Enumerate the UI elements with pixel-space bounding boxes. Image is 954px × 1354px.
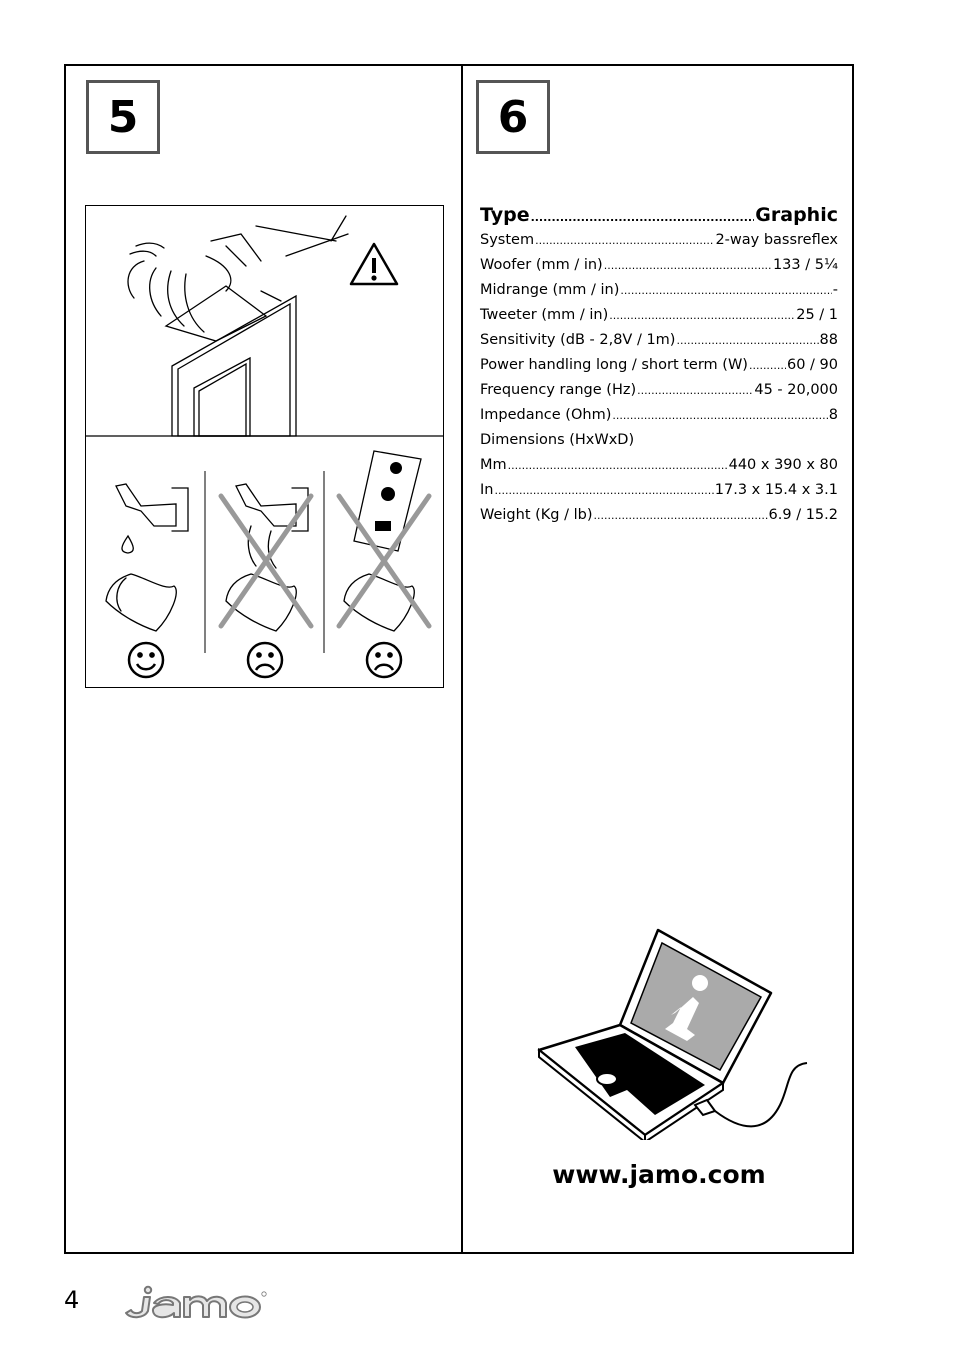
spec-row: Impedance (Ohm)8 [480,407,838,432]
spec-row: Dimensions (HxWxD) [480,432,635,448]
care-illustration [85,205,444,688]
speaker-panel-drawing [171,294,297,437]
page-frame [64,64,854,1254]
smiley-sad-icon [365,641,403,679]
spec-row: Power handling long / short term (W)60 /… [480,357,838,382]
type-value: Graphic [755,204,838,226]
type-label: Type [480,204,530,226]
website-url[interactable]: www.jamo.com [552,1160,766,1189]
info-icon [665,975,708,1041]
spec-row: System2-way bassreflex [480,232,838,257]
page-number: 4 [64,1286,80,1314]
spec-row: Weight (Kg / lb)6.9 / 15.2 [480,507,838,532]
hand-cloth-drawing [127,215,349,342]
spec-row: Sensitivity (dB - 2,8V / 1m)88 [480,332,838,357]
spec-row: Tweeter (mm / in)25 / 1 [480,307,838,332]
laptop-icon [537,928,808,1140]
smiley-happy-icon [127,641,165,679]
column-divider [461,64,463,1254]
warning-icon [349,242,399,286]
spec-header: Type Graphic [480,204,838,232]
step-number-5: 5 [86,80,160,154]
spec-row: Mm440 x 390 x 80 [480,457,838,482]
brand-logo [125,1285,267,1319]
spec-row: Midrange (mm / in)- [480,282,838,307]
spec-row: Frequency range (Hz)45 - 20,000 [480,382,838,407]
spec-row: Woofer (mm / in)133 / 5¼ [480,257,838,282]
spec-table: Type Graphic System2-way bassreflex Woof… [480,204,838,532]
step-number-6: 6 [476,80,550,154]
spec-row: In17.3 x 15.4 x 3.1 [480,482,838,507]
smiley-sad-icon [246,641,284,679]
